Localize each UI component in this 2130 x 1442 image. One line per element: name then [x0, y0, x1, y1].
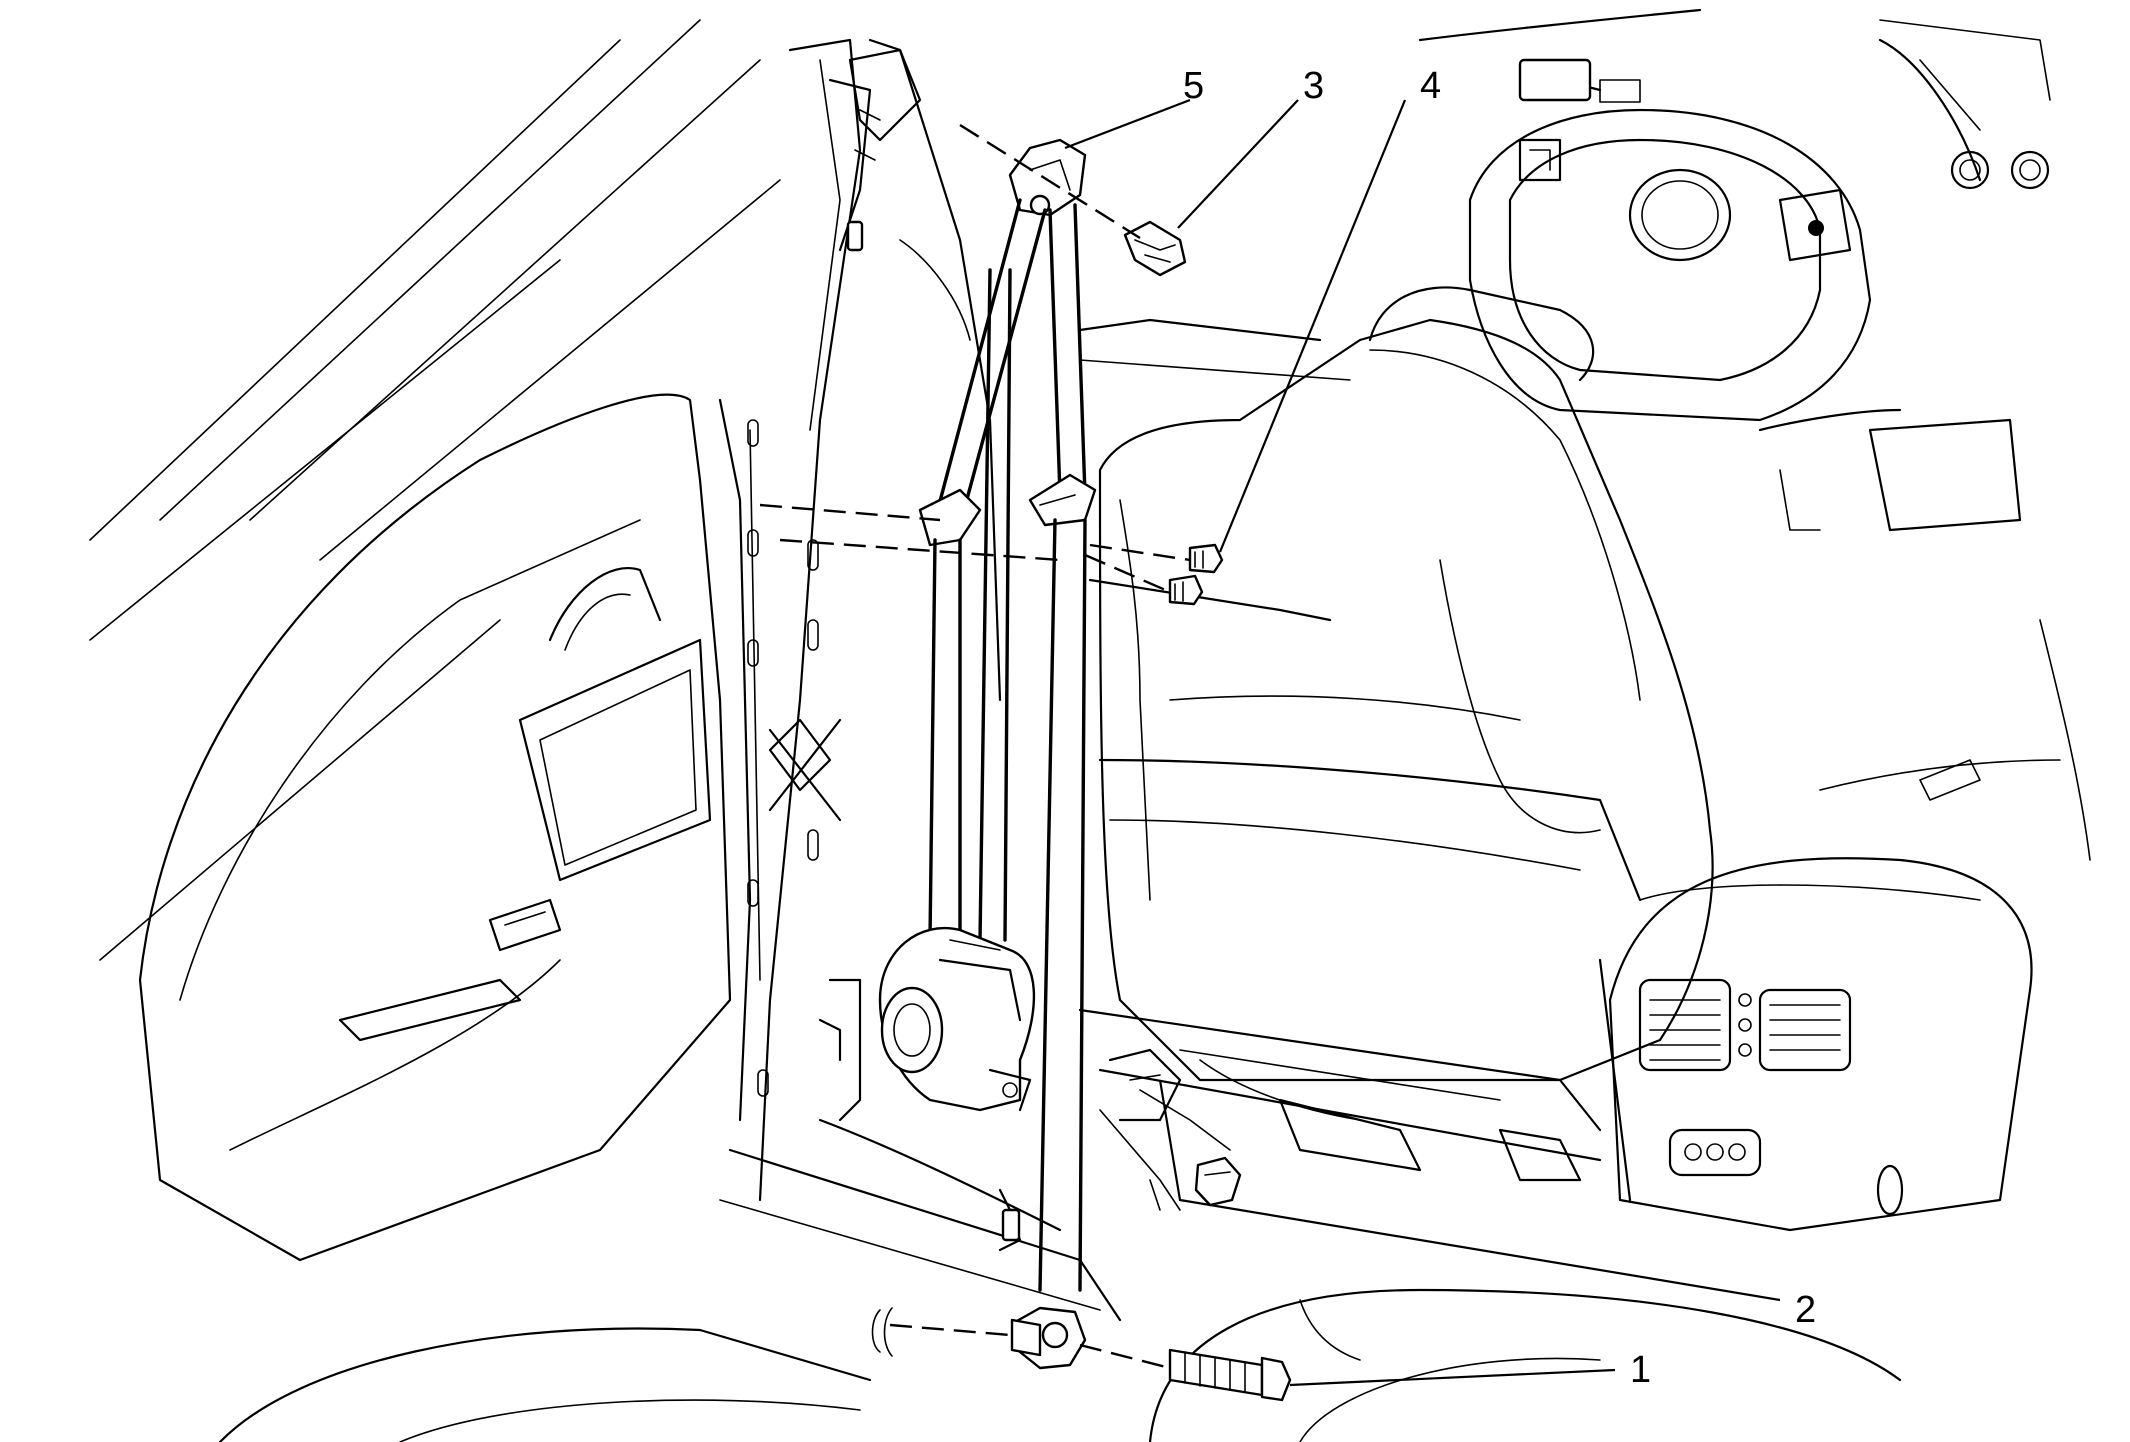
front-seat [1078, 286, 1714, 1211]
shoulder-adjuster-bolts [1168, 543, 1224, 606]
callout-2: 2 [1795, 1289, 1816, 1331]
callouts: 5 3 4 2 1 [1064, 65, 1816, 1391]
upper-anchor-bolt [1123, 220, 1187, 277]
fasteners [871, 220, 1292, 1402]
callout-3: 3 [1303, 65, 1324, 107]
callout-4: 4 [1420, 65, 1441, 107]
assembly-lines [759, 123, 1191, 1370]
vehicle-interior-structure [89, 19, 1902, 1442]
callout-1: 1 [1630, 1349, 1651, 1391]
callout-5: 5 [1183, 65, 1204, 107]
retractor-bolt [1194, 1156, 1242, 1207]
lower-anchor-bolt [1168, 1348, 1292, 1402]
dashboard-steering [1078, 8, 2091, 1232]
seat-belt-assembly [818, 138, 1182, 1370]
